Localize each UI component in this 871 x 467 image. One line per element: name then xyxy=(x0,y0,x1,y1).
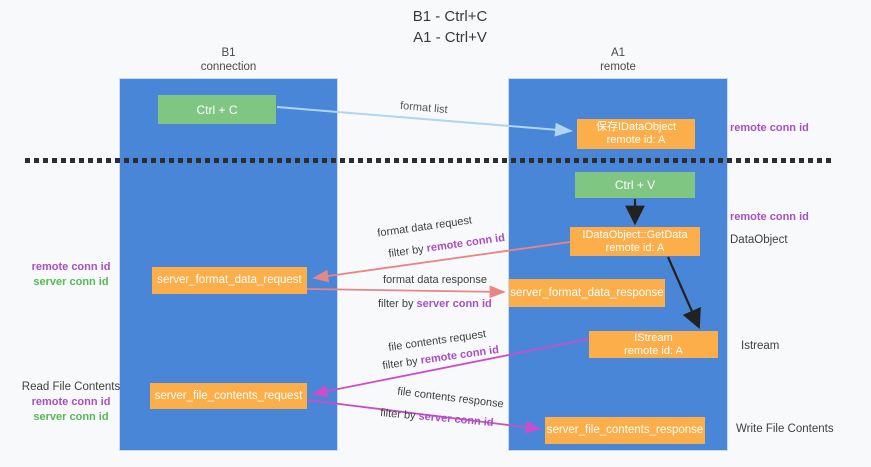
remote-conn-id-label-top: remote conn id xyxy=(730,122,809,134)
node-server-file-contents-response: server_file_contents_response xyxy=(545,417,705,444)
lane-name-a1: A1 xyxy=(610,47,626,59)
node-ctrl-c: Ctrl + C xyxy=(158,95,276,124)
title-line-paste: A1 - Ctrl+V xyxy=(413,29,487,46)
node-istream: IStream remote id: A xyxy=(589,331,718,358)
server-conn-id-key: server conn id xyxy=(416,298,492,310)
lane-header-a1: A1 remote xyxy=(508,46,728,74)
server-conn-id-label-bottom: server conn id xyxy=(33,411,109,423)
remote-conn-id-key: remote conn id xyxy=(425,231,506,255)
file-contents-response-label: file contents response xyxy=(396,385,505,411)
node-format-request-label: server_format_data_request xyxy=(157,274,302,286)
filter-by-text: filter by xyxy=(381,355,419,373)
title-line-copy: B1 - Ctrl+C xyxy=(412,8,488,25)
read-file-contents-label: Read File Contents xyxy=(21,381,121,393)
node-server-format-data-request: server_format_data_request xyxy=(152,267,307,294)
node-ctrl-c-label: Ctrl + C xyxy=(196,102,238,117)
node-file-response-label: server_file_contents_response xyxy=(546,424,704,436)
diagram-title: B1 - Ctrl+C A1 - Ctrl+V xyxy=(413,6,488,48)
filter-by-text: filter by xyxy=(379,407,417,423)
remote-conn-id-label-mid: remote conn id xyxy=(730,211,809,223)
lane-role-remote: remote xyxy=(600,61,636,73)
server-conn-id-label-left: server conn id xyxy=(33,276,109,288)
node-idataobject-getdata: IDataObject::GetData remote id: A xyxy=(570,227,700,256)
node-saved-idataobject: 保存IDataObject remote id: A xyxy=(577,119,695,149)
phase-separator-dashed-line xyxy=(25,158,833,163)
file-contents-response-filter-label: filter by server conn id xyxy=(380,407,494,429)
filter-by-text: filter by xyxy=(378,298,414,310)
format-data-request-filter-label: filter by remote conn id xyxy=(388,232,506,260)
format-data-request-label: format data request xyxy=(376,214,473,240)
filter-by-text: filter by xyxy=(387,243,425,261)
lane-role-connection: connection xyxy=(200,61,257,73)
node-server-file-contents-request: server_file_contents_request xyxy=(150,383,307,409)
node-server-format-data-response: server_format_data_response xyxy=(509,279,665,307)
server-conn-id-key: server conn id xyxy=(418,410,495,429)
lane-header-b1: B1 connection xyxy=(119,46,338,74)
node-ctrl-v: Ctrl + V xyxy=(575,172,695,198)
node-file-request-label: server_file_contents_request xyxy=(154,389,303,402)
left-conn-id-stack: remote conn id server conn id xyxy=(15,260,127,290)
node-istream-title: IStream xyxy=(634,331,673,344)
node-saved-idataobject-title: 保存IDataObject xyxy=(595,121,677,133)
node-saved-idataobject-remote-id: remote id: A xyxy=(606,134,666,146)
remote-conn-id-label-bottom: remote conn id xyxy=(31,396,111,408)
node-ctrl-v-label: Ctrl + V xyxy=(614,178,656,192)
format-list-label: format list xyxy=(399,99,449,117)
format-data-response-label: format data response xyxy=(383,274,487,286)
node-format-response-label: server_format_data_response xyxy=(510,286,664,299)
node-getdata-remote-id: remote id: A xyxy=(605,241,665,254)
lane-name-b1: B1 xyxy=(221,47,236,59)
istream-label: Istream xyxy=(741,340,780,352)
dataobject-label: DataObject xyxy=(730,234,788,246)
format-data-response-filter-label: filter by server conn id xyxy=(378,298,492,310)
left-file-stack: Read File Contents remote conn id server… xyxy=(15,380,127,425)
node-istream-remote-id: remote id: A xyxy=(624,344,683,357)
node-getdata-title: IDataObject::GetData xyxy=(582,228,688,241)
remote-conn-id-label-left: remote conn id xyxy=(31,261,111,273)
write-file-contents-label: Write File Contents xyxy=(736,423,834,435)
